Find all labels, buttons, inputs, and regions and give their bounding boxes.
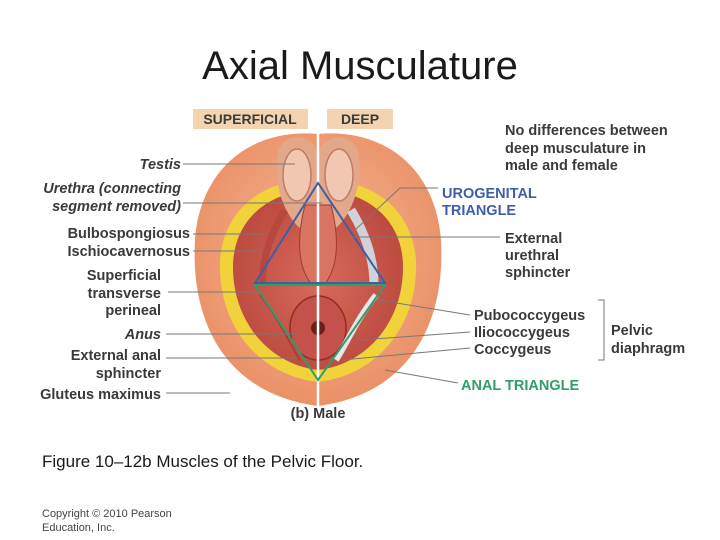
label-urethra-1: Urethra (connecting (43, 181, 181, 197)
note-line-2: deep musculature in (505, 141, 646, 157)
label-testis: Testis (140, 157, 181, 173)
label-external-anal-2: sphincter (96, 366, 162, 382)
note-line-1: No differences between (505, 123, 668, 139)
label-anus: Anus (124, 327, 161, 343)
tab-deep: DEEP (327, 109, 393, 129)
label-bulbospongiosus: Bulbospongiosus (68, 226, 190, 242)
label-external-urethral-2: urethral (505, 248, 559, 264)
label-pelvic-diaphragm-1: Pelvic (611, 323, 653, 339)
label-iliococcygeus: Iliococcygeus (474, 325, 570, 341)
tab-deep-label: DEEP (341, 111, 379, 127)
label-pubococcygeus: Pubococcygeus (474, 308, 585, 324)
perineum-illustration (194, 132, 442, 406)
label-superficial-transverse-1: Superficial (87, 268, 161, 284)
label-external-urethral-1: External (505, 231, 562, 247)
label-external-anal-1: External anal (71, 348, 161, 364)
tab-superficial: SUPERFICIAL (193, 109, 308, 129)
slide-title: Axial Musculature (202, 44, 518, 88)
label-urogenital-2: TRIANGLE (442, 203, 516, 219)
urogenital-triangle (253, 181, 387, 284)
anal-triangle (253, 284, 387, 382)
label-superficial-transverse-3: perineal (105, 303, 161, 319)
label-external-urethral-3: sphincter (505, 265, 571, 281)
note-line-3: male and female (505, 158, 618, 174)
label-urogenital-1: UROGENITAL (442, 186, 537, 202)
label-superficial-transverse-2: transverse (88, 286, 161, 302)
label-anal-triangle: ANAL TRIANGLE (461, 378, 579, 394)
label-pelvic-diaphragm-2: diaphragm (611, 341, 685, 357)
label-urethra-2: segment removed) (52, 199, 181, 215)
copyright-notice: Copyright © 2010 Pearson Education, Inc. (42, 508, 172, 534)
panel-label: (b) Male (291, 406, 346, 422)
label-gluteus-maximus: Gluteus maximus (40, 387, 161, 403)
label-ischiocavernosus: Ischiocavernosus (68, 244, 191, 260)
figure-caption: Figure 10–12b Muscles of the Pelvic Floo… (42, 452, 364, 471)
label-coccygeus: Coccygeus (474, 342, 551, 358)
tab-superficial-label: SUPERFICIAL (203, 111, 297, 127)
